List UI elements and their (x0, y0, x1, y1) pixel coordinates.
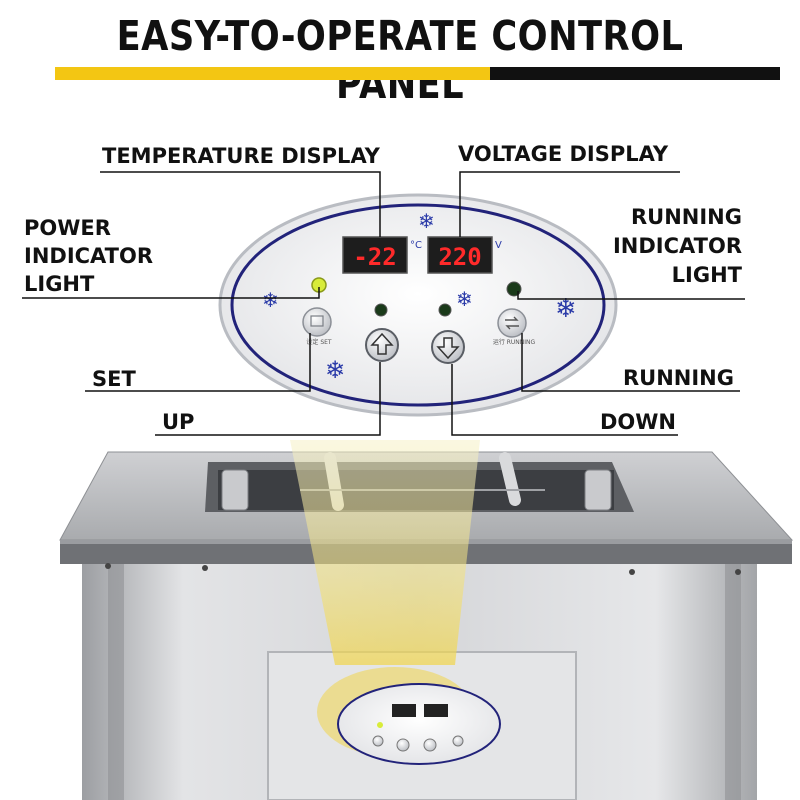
callout-leader-lines (22, 171, 745, 436)
temperature-value: -22 (353, 243, 396, 271)
snowflake-icon: ❄ (555, 294, 577, 324)
title-underline-yellow (55, 67, 495, 80)
set-label: SET (92, 367, 136, 391)
temperature-display-label: TEMPERATURE DISPLAY (102, 144, 380, 168)
control-panel-zoom (218, 193, 618, 417)
power-indicator-label-line3: LIGHT (24, 272, 95, 296)
cycle-icon (505, 316, 519, 330)
down-label: DOWN (599, 410, 676, 434)
voltage-display: 220 V (427, 236, 502, 274)
down-arrow-icon (436, 337, 460, 360)
running-indicator-light (506, 281, 522, 297)
up-label: UP (162, 410, 195, 434)
set-button-caption: 设定 SET (306, 338, 332, 346)
up-arrow-icon (370, 332, 394, 355)
power-indicator-label-line1: POWER (24, 216, 111, 240)
running-indicator-label-line2: INDICATOR (612, 234, 742, 258)
highlight-beam (290, 440, 480, 665)
down-indicator-dot (438, 303, 452, 317)
running-indicator-label-line1: RUNNING (631, 205, 742, 229)
snowflake-icon: ❄ (262, 288, 279, 312)
running-button-caption: 运行 RUNNING (493, 338, 536, 346)
snowflake-icon: ❄ (325, 356, 345, 384)
down-button[interactable] (431, 330, 465, 364)
title-underline-black (490, 67, 780, 80)
voltage-display-label: VOLTAGE DISPLAY (458, 142, 669, 166)
snowflake-icon: ❄ (456, 287, 473, 311)
up-button[interactable] (365, 328, 399, 362)
running-button[interactable]: 运行 RUNNING (493, 308, 536, 346)
voltage-value: 220 (438, 243, 481, 271)
celsius-unit: °C (410, 240, 422, 251)
temperature-display: -22 °C (342, 236, 422, 274)
running-label: RUNNING (623, 366, 734, 390)
small-control-panel (337, 683, 501, 765)
up-indicator-dot (374, 303, 388, 317)
volt-unit: V (495, 240, 502, 251)
snowflake-icon: ❄ (418, 209, 435, 233)
set-button[interactable]: 设定 SET (302, 307, 332, 346)
running-indicator-label-line3: LIGHT (671, 263, 742, 287)
power-indicator-label-line2: INDICATOR (24, 244, 154, 268)
